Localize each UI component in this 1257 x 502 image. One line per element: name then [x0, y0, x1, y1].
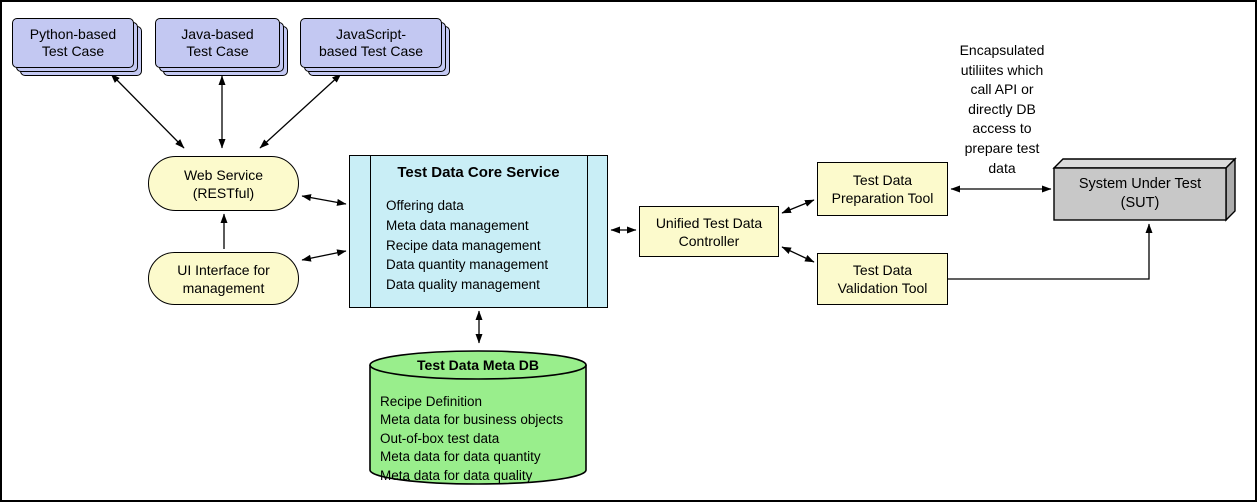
node-label: Java-based Test Case — [155, 18, 280, 68]
list-item: Meta data for data quantity — [380, 449, 541, 465]
node-python-test-case: Python-based Test Case — [12, 18, 142, 76]
node-label: Python-based Test Case — [12, 18, 134, 68]
list-item: Meta data management — [386, 217, 529, 233]
list-item: Meta data for business objects — [380, 412, 564, 428]
arrow-javascript-webservice — [259, 73, 342, 149]
arrow-controller-preparation — [781, 199, 815, 214]
list-item: Data quality management — [386, 277, 540, 293]
list-item: Recipe Definition — [380, 394, 483, 409]
node-preparation-tool: Test Data Preparation Tool — [817, 162, 948, 216]
arrow-validation-sut — [948, 223, 1153, 280]
arrow-controller-validation — [781, 246, 815, 263]
list-item: Offering data — [386, 198, 464, 213]
node-label: JavaScript- based Test Case — [300, 18, 442, 68]
list-item: Recipe data management — [386, 237, 541, 253]
annotation-text: Encapsulated utiliites which call API or… — [959, 42, 1045, 176]
node-validation-tool: Test Data Validation Tool — [817, 253, 948, 305]
node-ui-interface: UI Interface for management — [148, 252, 299, 305]
core-right-rule — [586, 156, 588, 307]
list-item: Out-of-box test data — [380, 430, 500, 446]
sut-label: System Under Test (SUT) — [1078, 176, 1202, 211]
meta-db-items: Recipe Definition Meta data for business… — [380, 393, 563, 485]
node-core-service: Test Data Core Service Offering data Met… — [349, 155, 608, 308]
arrow-python-webservice — [110, 73, 185, 149]
meta-db-title: Test Data Meta DB — [417, 357, 539, 373]
list-item: Data quantity management — [386, 257, 549, 273]
node-web-service: Web Service (RESTful) — [148, 156, 299, 211]
core-service-items: Offering data Meta data management Recip… — [386, 196, 548, 295]
arrow-ui-core — [301, 249, 347, 262]
node-unified-controller: Unified Test Data Controller — [639, 206, 779, 257]
arrow-webservice-core — [301, 194, 347, 206]
node-java-test-case: Java-based Test Case — [155, 18, 288, 76]
list-item: Meta data for data quality — [380, 467, 533, 483]
core-service-title: Test Data Core Service — [397, 164, 560, 181]
core-left-rule — [369, 156, 371, 307]
node-javascript-test-case: JavaScript- based Test Case — [300, 18, 450, 76]
